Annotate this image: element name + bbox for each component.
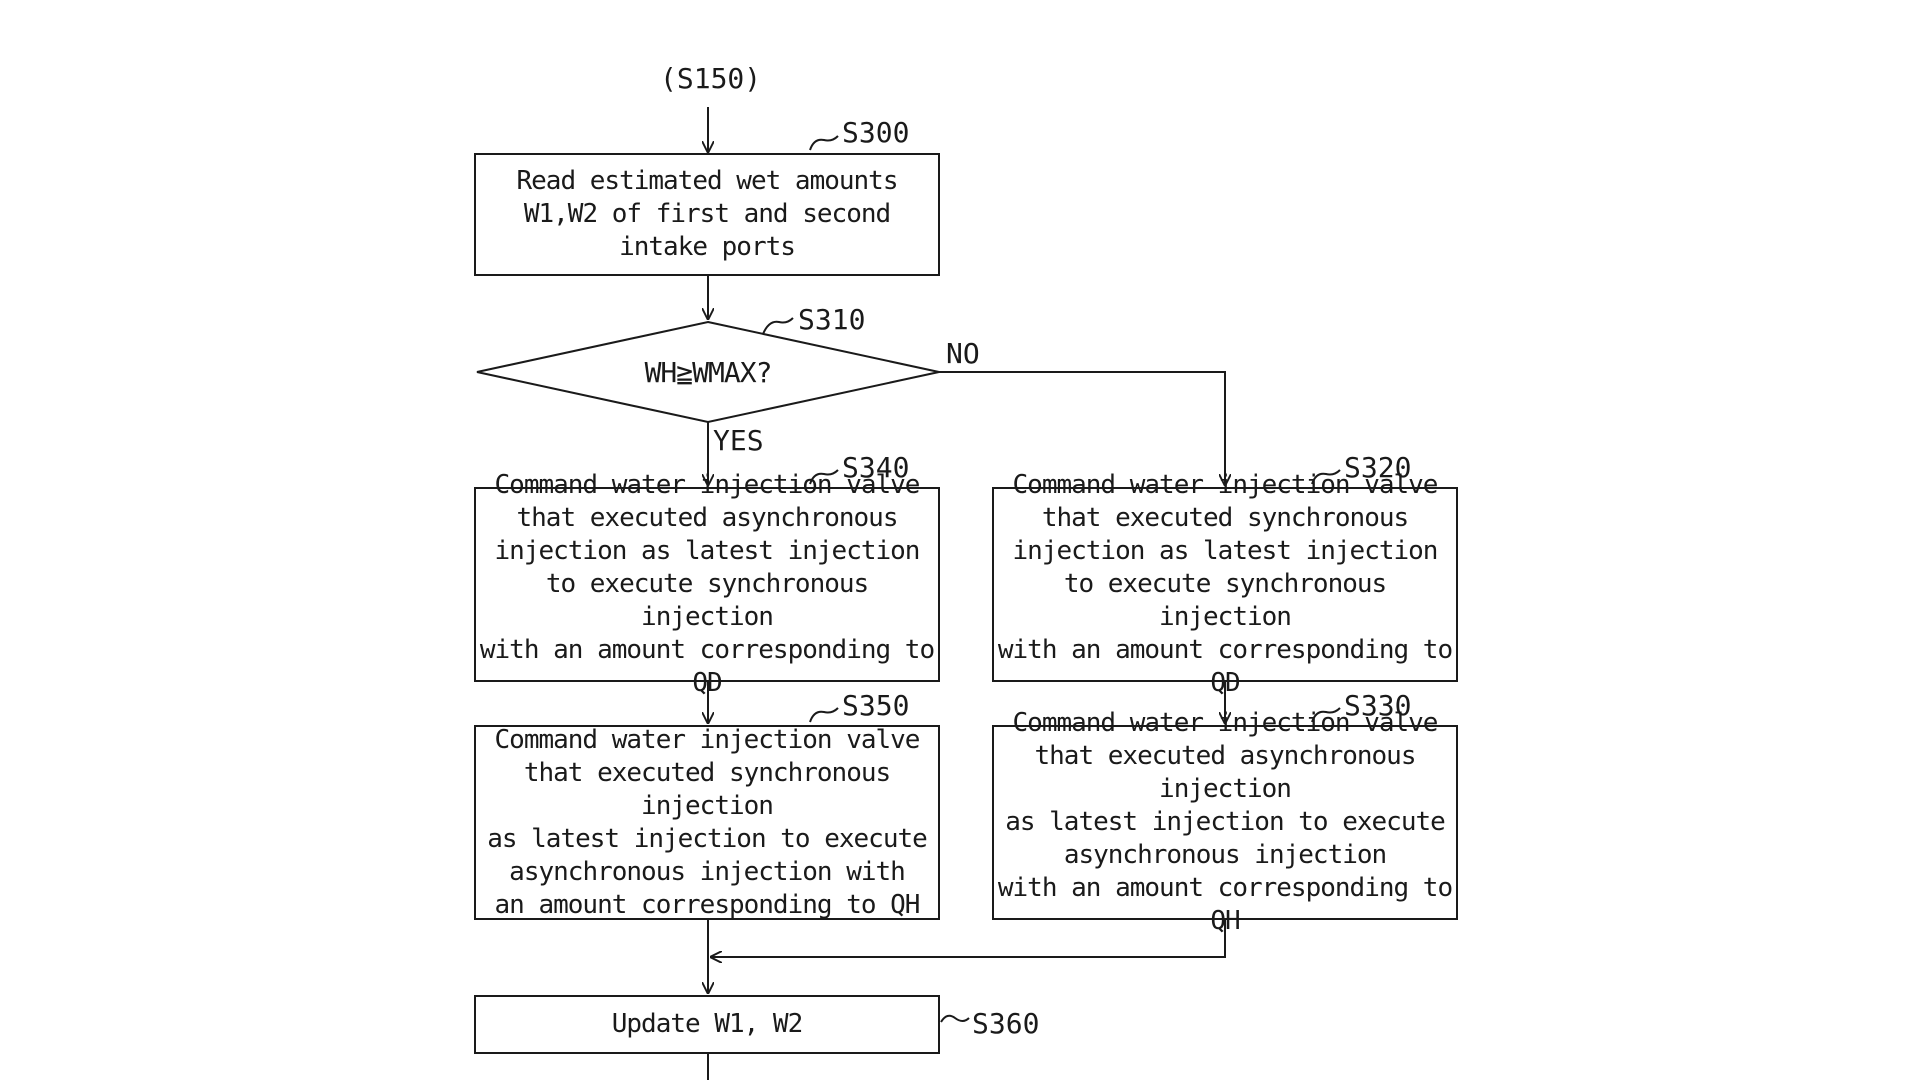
s360-step-id: S360 xyxy=(972,1007,1040,1040)
s320-leader xyxy=(1311,469,1341,485)
s360-leader xyxy=(940,1014,970,1023)
arrow-s330-merge xyxy=(710,919,1226,957)
s310-step-id: S310 xyxy=(798,303,866,336)
entry-label: (S150) xyxy=(660,62,762,95)
s330-step-id: S330 xyxy=(1344,689,1412,722)
s350-process-text: Command water injection valve that execu… xyxy=(487,724,928,920)
s320-step-id: S320 xyxy=(1344,451,1412,484)
s310-no-label: NO xyxy=(946,337,980,370)
s330-process-text: Command water injection valve that execu… xyxy=(997,708,1453,936)
s350-step-id: S350 xyxy=(842,689,910,722)
arrow-s310-no-to-s320 xyxy=(939,371,1225,486)
s330-leader xyxy=(1311,707,1341,723)
s340-leader xyxy=(809,469,839,485)
s300-process-text: Read estimated wet amounts W1,W2 of firs… xyxy=(516,166,899,262)
s350-leader xyxy=(809,707,839,723)
s310-decision-text: WH≧WMAX? xyxy=(644,355,773,389)
s340-step-id: S340 xyxy=(842,451,910,484)
s300-step-id: S300 xyxy=(842,116,910,149)
s320-process-text: Command water injection valve that execu… xyxy=(997,470,1453,698)
s340-process-text: Command water injection valve that execu… xyxy=(479,470,935,698)
s310-leader xyxy=(762,317,794,335)
s360-process-text: Update W1, W2 xyxy=(611,1009,804,1039)
s310-yes-label: YES xyxy=(713,424,764,457)
s300-leader xyxy=(809,135,839,151)
